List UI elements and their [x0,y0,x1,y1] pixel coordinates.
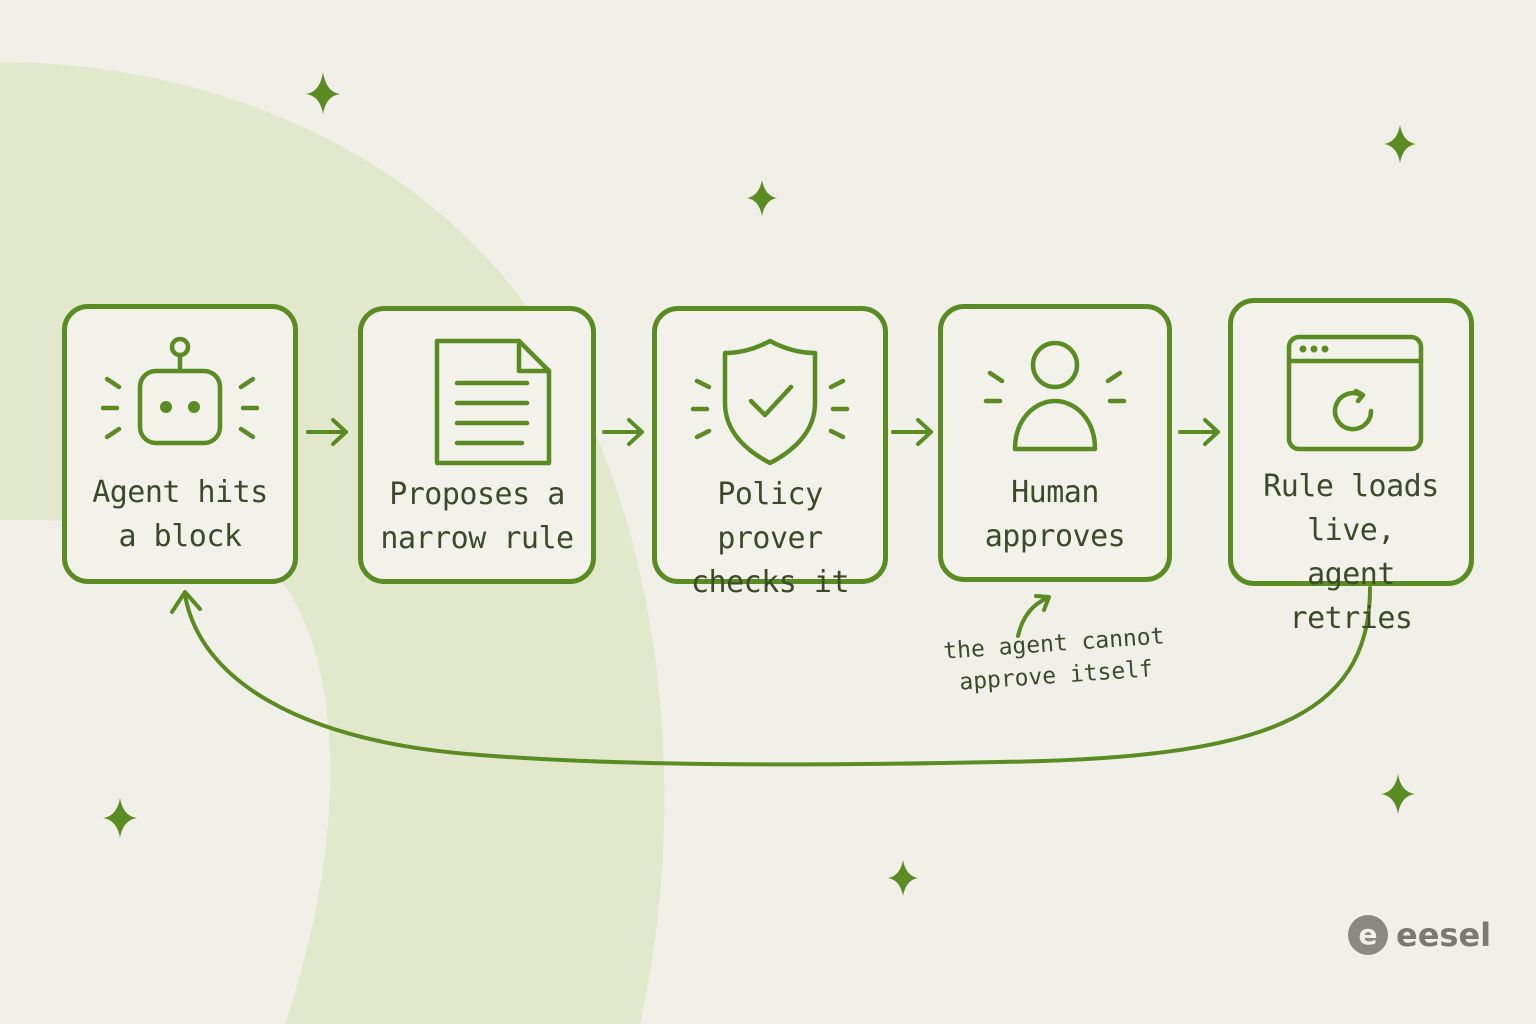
person-icon [983,340,1127,452]
step-policy-prover: Policy prover checks it [652,306,888,600]
logo-mark-icon: e [1348,915,1388,955]
robot-icon [100,336,260,446]
eesel-logo: e eesel [1348,913,1491,957]
step-proposes-rule: Proposes a narrow rule [358,306,596,584]
step-label: Agent hits a block [92,475,268,554]
logo-text: eesel [1396,916,1492,954]
step-agent-hits-block: Agent hits a block [62,304,298,584]
step-label: Human approves [984,475,1126,554]
step-human-approves: Human approves [938,304,1172,582]
step-label: Policy prover checks it [690,477,850,600]
shield-check-icon [690,338,850,466]
browser-refresh-icon [1286,334,1424,452]
step-label: Proposes a narrow rule [380,477,574,556]
step-label: Rule loads live, agent retries [1263,469,1439,636]
step-rule-loads: Rule loads live, agent retries [1228,298,1474,636]
document-icon [434,338,552,466]
